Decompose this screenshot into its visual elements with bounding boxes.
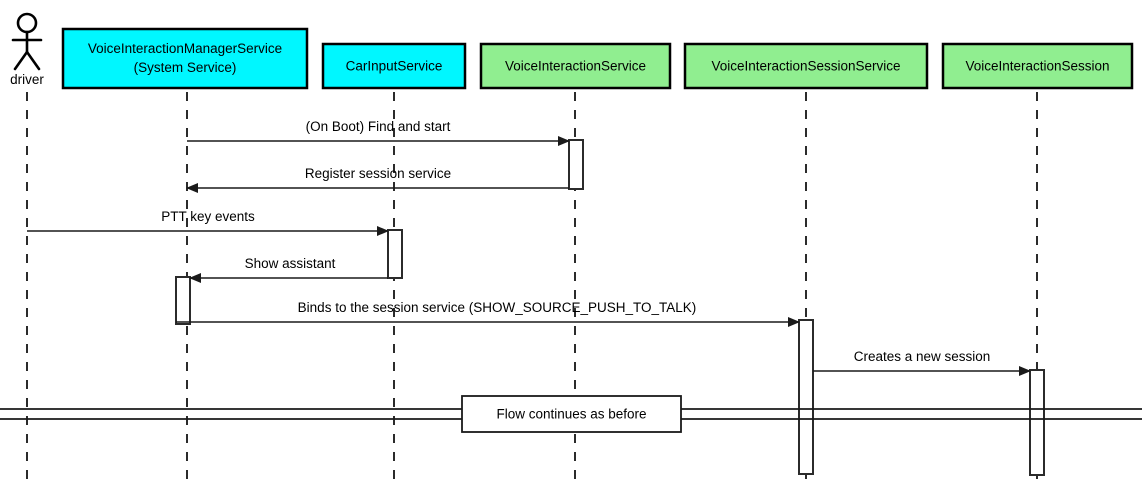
participant-box-carinput[interactable] <box>321 42 467 90</box>
message-label-msg-binds-to-session-service: Binds to the session service (SHOW_SOURC… <box>298 300 697 315</box>
activation-bar-carinput <box>387 229 403 279</box>
participant-vis[interactable]: VoiceInteractionService <box>479 42 672 90</box>
participant-label-carinput: CarInputService <box>346 59 443 74</box>
flow-divider-note-box <box>461 395 682 433</box>
message-msg-register-session-service[interactable]: Register session service <box>186 166 569 193</box>
participant-visession[interactable]: VoiceInteractionSession <box>941 42 1134 90</box>
activations-layer <box>175 139 1045 476</box>
participant-label-visession: VoiceInteractionSession <box>965 59 1109 74</box>
actor-head-icon <box>16 12 38 34</box>
participant-box-vims[interactable] <box>61 27 309 90</box>
actor-label-driver: driver <box>10 72 44 87</box>
participant-label-vis: VoiceInteractionService <box>505 59 646 74</box>
message-label-msg-register-session-service: Register session service <box>305 166 451 181</box>
message-msg-find-and-start[interactable]: (On Boot) Find and start <box>187 119 570 146</box>
participant-box-vis[interactable] <box>479 42 672 90</box>
participant-sublabel-vims: (System Service) <box>134 60 237 75</box>
participant-label-visession_service: VoiceInteractionSessionService <box>711 59 900 74</box>
message-msg-binds-to-session-service[interactable]: Binds to the session service (SHOW_SOURC… <box>176 300 800 327</box>
message-msg-ptt-key-events[interactable]: PTT key events <box>27 209 389 236</box>
flow-divider-note-label: Flow continues as before <box>496 407 646 422</box>
message-label-msg-find-and-start: (On Boot) Find and start <box>306 119 451 134</box>
activation-bar-vis <box>568 139 584 190</box>
message-msg-show-assistant[interactable]: Show assistant <box>189 256 388 283</box>
participant-carinput[interactable]: CarInputService <box>321 42 467 90</box>
message-msg-creates-new-session[interactable]: Creates a new session <box>813 349 1031 376</box>
message-label-msg-ptt-key-events: PTT key events <box>161 209 255 224</box>
activation-bar-visession <box>1029 369 1045 476</box>
flow-divider-layer: Flow continues as before <box>0 395 1142 433</box>
actor-driver: driver <box>10 12 44 87</box>
participants-layer: VoiceInteractionManagerService (System Se… <box>61 27 1134 90</box>
participant-vims[interactable]: VoiceInteractionManagerService (System Se… <box>61 27 309 90</box>
message-label-msg-show-assistant: Show assistant <box>245 256 336 271</box>
message-label-msg-creates-new-session: Creates a new session <box>854 349 991 364</box>
actor-leg-left-icon <box>13 50 29 71</box>
activation-bar-vims <box>175 276 191 325</box>
activation-bar-visession_service <box>798 319 814 475</box>
participant-box-visession[interactable] <box>941 42 1134 90</box>
participant-visession_service[interactable]: VoiceInteractionSessionService <box>683 42 929 90</box>
actor-leg-right-icon <box>25 50 41 71</box>
participant-label-vims: VoiceInteractionManagerService <box>88 41 282 56</box>
participant-box-visession_service[interactable] <box>683 42 929 90</box>
